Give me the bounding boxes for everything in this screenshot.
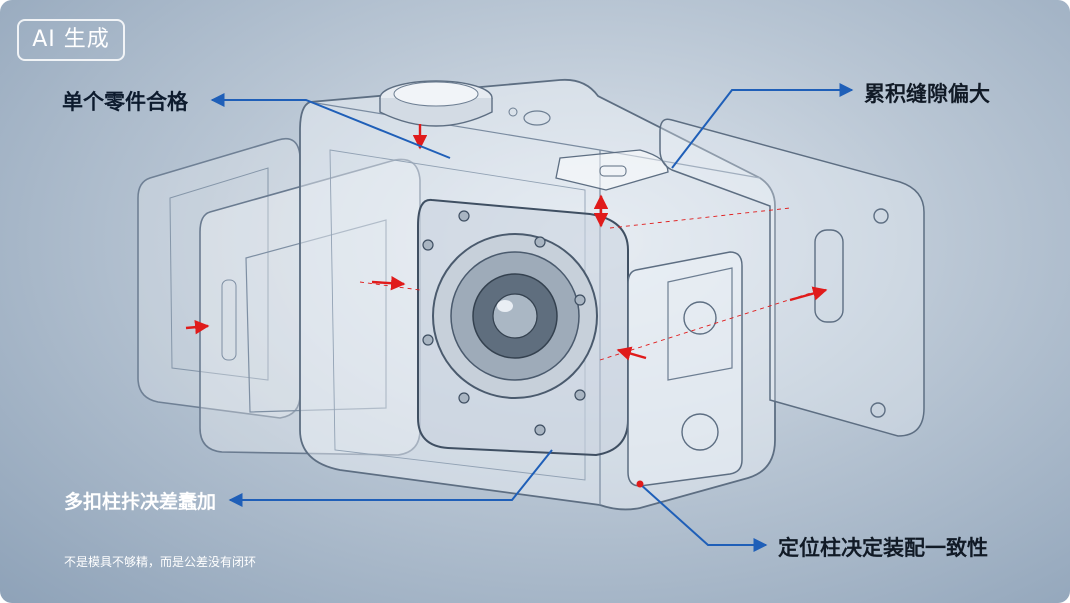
alignment-guides bbox=[359, 207, 821, 361]
back-cover-plate bbox=[137, 137, 301, 419]
leader-accumulated-gap bbox=[671, 83, 854, 169]
label-single-part: 单个零件合格 bbox=[62, 90, 188, 114]
front-frame bbox=[199, 158, 421, 456]
label-accumulated-gap: 累积缝隙偏大 bbox=[864, 82, 990, 106]
leader-locating-pillar bbox=[639, 483, 768, 552]
right-side-plate bbox=[659, 118, 925, 437]
lens-module bbox=[417, 198, 629, 457]
red-indicator-arrows bbox=[185, 124, 828, 361]
side-door bbox=[627, 251, 743, 487]
label-multi-pillar: 多扣柱拤决差蠢加 bbox=[64, 491, 217, 513]
leader-single-part bbox=[210, 93, 451, 159]
arrow-cover-right bbox=[185, 320, 210, 335]
arrow-door-left bbox=[616, 346, 647, 361]
locating-pillar-marker bbox=[636, 480, 644, 488]
arrow-frame-right bbox=[371, 276, 406, 291]
footnote: 不是模具不够精，而是公差没有闭环 bbox=[64, 555, 257, 569]
ai-generated-badge: AI 生成 bbox=[17, 19, 125, 61]
callout-leaders bbox=[210, 83, 854, 552]
label-locating-pillar: 定位柱决定装配一致性 bbox=[778, 536, 988, 560]
arrow-plate-right bbox=[789, 286, 828, 302]
leader-multi-pillar bbox=[228, 449, 553, 507]
